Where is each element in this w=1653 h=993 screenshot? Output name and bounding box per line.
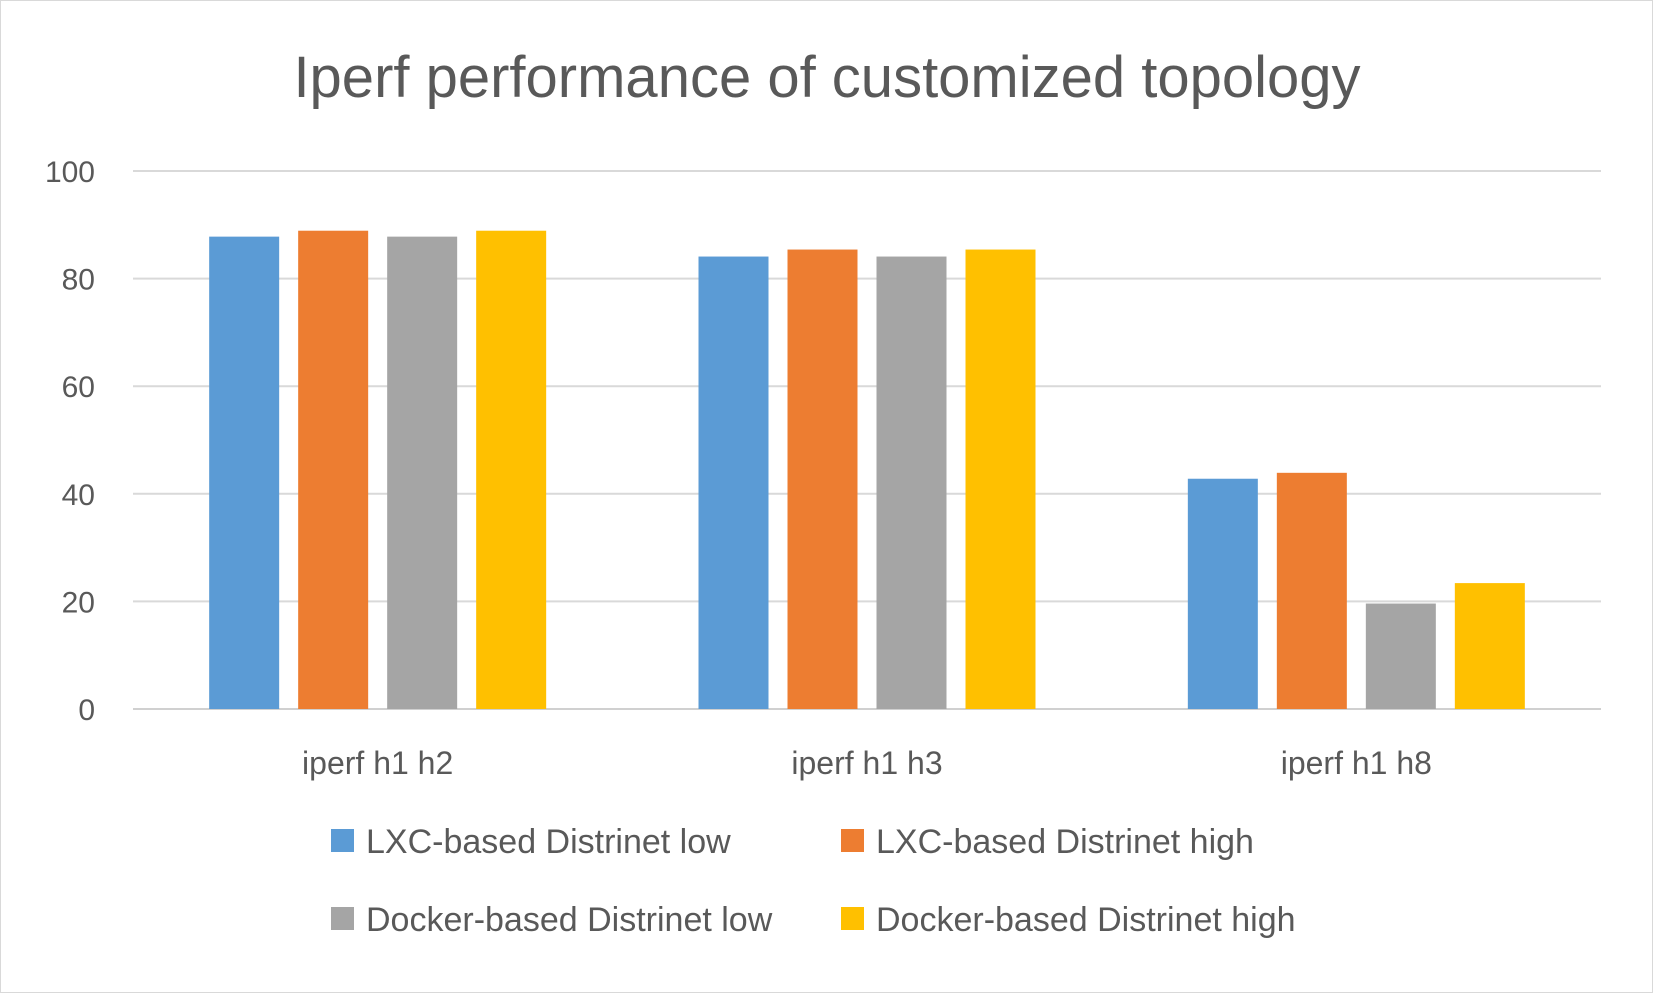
bar (1187, 478, 1258, 709)
y-tick-label: 100 (45, 156, 95, 189)
bar (965, 249, 1036, 709)
bar (476, 230, 547, 709)
bar (1365, 603, 1436, 709)
bars (209, 230, 1525, 710)
x-category-label: iperf h1 h8 (1281, 745, 1432, 781)
x-category-label: iperf h1 h2 (302, 745, 453, 781)
bar (387, 236, 458, 710)
legend-swatch (841, 829, 864, 852)
bar (698, 256, 769, 709)
chart-title: Iperf performance of customized topology (293, 45, 1360, 110)
legend-swatch (841, 907, 864, 930)
gridlines (133, 170, 1601, 710)
bar (876, 256, 947, 709)
bar (209, 236, 280, 710)
legend-swatch (331, 907, 354, 930)
y-axis-ticks: 0 20 40 60 80 100 (45, 156, 95, 727)
legend-swatch (331, 829, 354, 852)
bar (298, 230, 369, 709)
y-tick-label: 60 (62, 371, 95, 404)
legend-label: Docker-based Distrinet high (876, 901, 1296, 939)
legend-label: LXC-based Distrinet high (876, 823, 1254, 861)
legend: LXC-based Distrinet low LXC-based Distrin… (331, 823, 1296, 939)
x-axis: iperf h1 h2 iperf h1 h3 iperf h1 h8 (302, 745, 1432, 781)
bar (787, 249, 858, 709)
y-tick-label: 40 (62, 479, 95, 512)
bar (1454, 583, 1525, 709)
x-category-label: iperf h1 h3 (791, 745, 942, 781)
y-tick-label: 80 (62, 264, 95, 297)
legend-label: Docker-based Distrinet low (366, 901, 773, 939)
y-tick-label: 0 (78, 694, 95, 727)
y-tick-label: 20 (62, 586, 95, 619)
legend-label: LXC-based Distrinet low (366, 823, 731, 861)
bar (1276, 472, 1347, 709)
